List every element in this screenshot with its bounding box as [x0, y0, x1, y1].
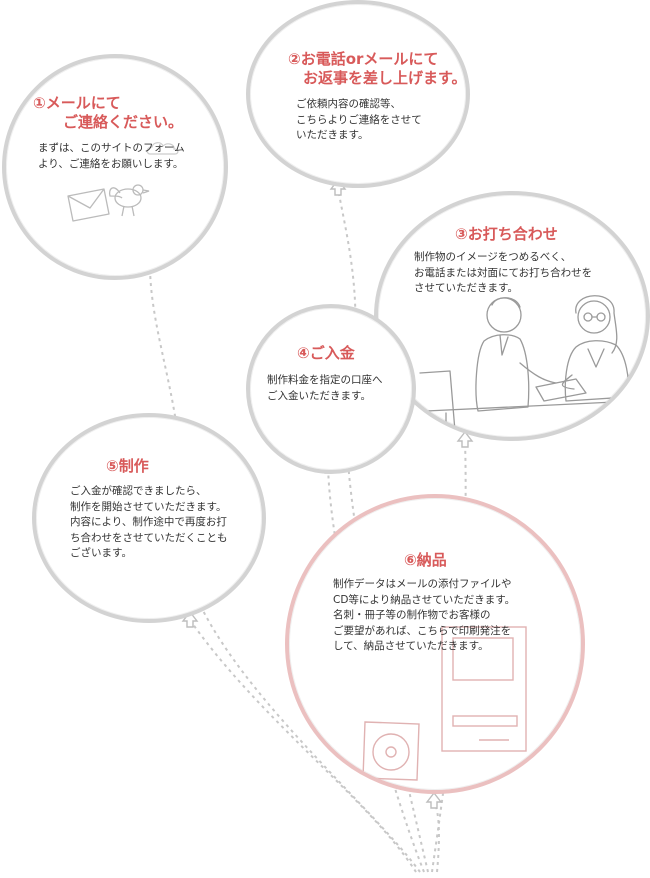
- arrow-up-icon: [329, 178, 347, 196]
- meeting-illustration: [419, 295, 637, 437]
- step-2-title: ②お電話orメールにて お返事を差し上げます。: [288, 50, 467, 87]
- arrow-up-icon: [181, 610, 199, 628]
- connector-line-step5: [189, 619, 417, 873]
- step-3-text: 制作物のイメージをつめるべく、 お電話または対面にてお打ち合わせを させていただ…: [414, 251, 593, 294]
- step-2-text: ご依頼内容の確認等、 こちらよりご連絡をさせて いただきます。: [296, 98, 422, 141]
- step-4-title: ④ご入金: [297, 344, 355, 362]
- document-icon: [441, 626, 527, 752]
- step-5-bubble: [32, 413, 266, 623]
- step-4-text: 制作料金を指定の口座へ ご入金いただきます。: [267, 374, 383, 402]
- cd-case-icon: [362, 721, 420, 781]
- step-5-text: ご入金が確認できましたら、 制作を開始させていただきます。 内容により、制作途中…: [70, 485, 228, 559]
- arrow-up-icon: [425, 791, 443, 809]
- step-4-bubble: [246, 304, 416, 474]
- connector-line-step6: [433, 799, 440, 873]
- step-6-bubble: [285, 494, 585, 794]
- step-3-bubble: [374, 191, 650, 441]
- bird-icon: [108, 184, 150, 217]
- step-1-text: まずは、このサイトのフォーム より、ご連絡をお願いします。: [38, 142, 185, 170]
- arrow-up-icon: [456, 430, 474, 448]
- step-6-text: 制作データはメールの添付ファイルや CD等により納品させていただきます。 名刺・…: [333, 578, 516, 652]
- step-5-title: ⑤制作: [106, 457, 149, 475]
- step-2-bubble: [246, 0, 470, 188]
- step-1-bubble: [2, 54, 228, 280]
- step-6-title: ⑥納品: [404, 551, 447, 569]
- step-1-title: ①メールにて ご連絡ください。: [33, 94, 184, 131]
- cloud-doodle-icon: [146, 142, 179, 155]
- step-3-title: ③お打ち合わせ: [455, 225, 558, 243]
- envelope-icon: [67, 188, 110, 222]
